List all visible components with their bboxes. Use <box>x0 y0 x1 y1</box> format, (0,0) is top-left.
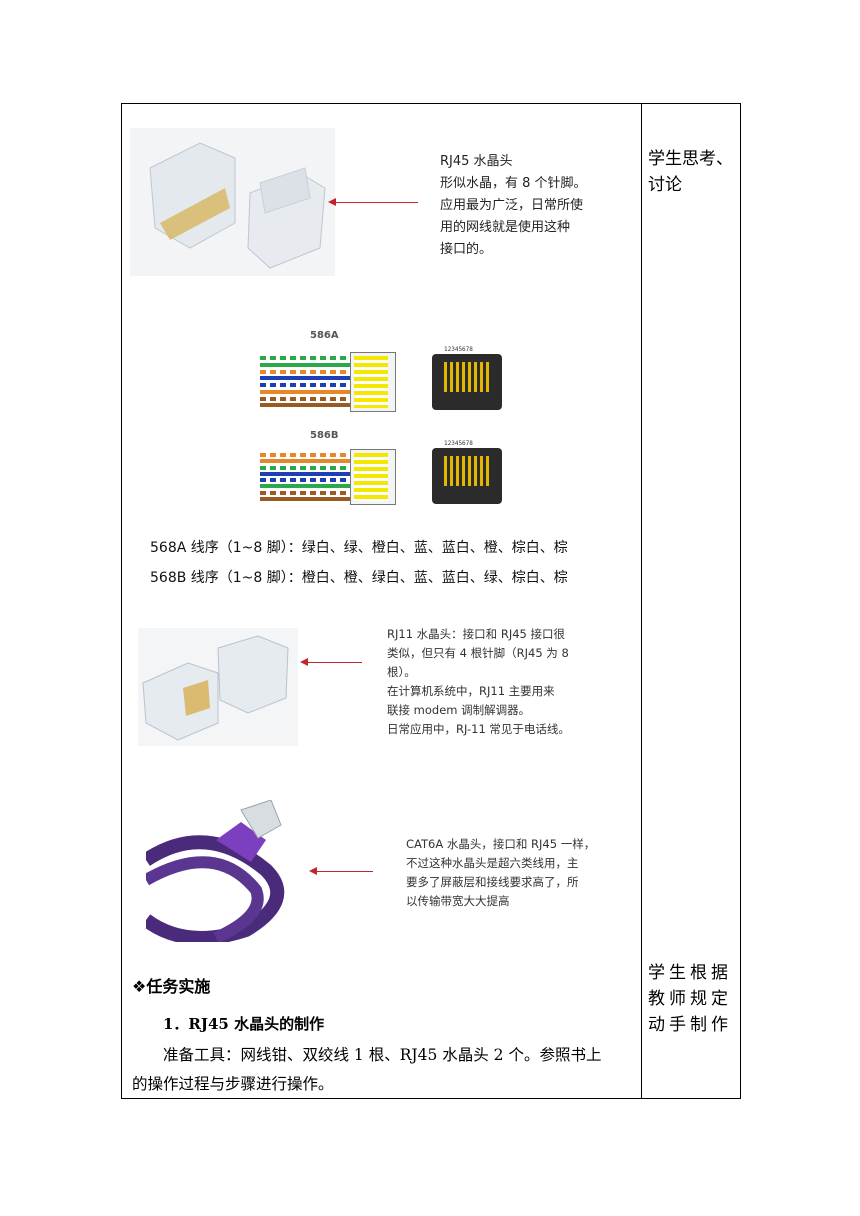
arrow-left-icon <box>309 867 373 875</box>
rj45-connector-image <box>130 128 335 276</box>
rj11-connector-image <box>138 628 298 746</box>
wire-1 <box>260 356 352 360</box>
side-line: 讨论 <box>648 175 682 195</box>
wiring-label-a: 586A <box>310 330 339 341</box>
side-note-discussion: 学生思考、 讨论 <box>648 146 738 198</box>
note-line: 用的网线就是使用这种 <box>440 220 571 235</box>
pin-numbers-b: 12345678 <box>444 440 473 447</box>
rj11-note: RJ11 水晶头：接口和 RJ45 接口很 类似，但只有 4 根针脚（RJ45 … <box>387 625 570 739</box>
note-line: 应用最为广泛，日常所使 <box>440 198 584 213</box>
wire-4 <box>260 471 352 476</box>
note-line: CAT6A 水晶头，接口和 RJ45 一样， <box>406 837 596 851</box>
wire-3 <box>260 369 352 374</box>
note-line: 以传输带宽大大提高 <box>406 894 510 908</box>
cat6a-note: CAT6A 水晶头，接口和 RJ45 一样， 不过这种水晶头是超六类线用，主 要… <box>406 835 595 911</box>
wire-3 <box>260 465 352 470</box>
arrow-left-icon <box>328 198 418 206</box>
lesson-table <box>121 103 741 1099</box>
wire-7 <box>260 396 352 401</box>
note-line: 根）。 <box>387 665 416 679</box>
wire-6 <box>260 389 352 394</box>
jack-image-a <box>432 354 502 410</box>
task-subheading: 1．RJ45 水晶头的制作 <box>163 1015 325 1033</box>
side-line: 教师规定 <box>648 989 732 1009</box>
note-line: 接口的。 <box>440 242 493 257</box>
note-line: 联接 modem 调制解调器。 <box>387 703 531 717</box>
wire-1 <box>260 453 352 457</box>
wire-4 <box>260 376 352 381</box>
task-paragraph: 准备工具：网线钳、双绞线 1 根、RJ45 水晶头 2 个。参照书上 <box>163 1046 602 1064</box>
jack-image-b <box>432 448 502 504</box>
note-line: 日常应用中，RJ-11 常见于电话线。 <box>387 722 570 736</box>
note-line: 形似水晶，有 8 个针脚。 <box>440 176 587 191</box>
wire-5 <box>260 383 352 387</box>
note-line: RJ11 水晶头：接口和 RJ45 接口很 <box>387 627 565 641</box>
pin-numbers-a: 12345678 <box>444 346 473 353</box>
side-line: 学生根据 <box>648 963 732 983</box>
wiring-diagram-b <box>246 447 406 507</box>
cat6a-cable-image <box>141 799 306 945</box>
note-line: 在计算机系统中，RJ11 主要用来 <box>387 684 555 698</box>
wire-2 <box>260 459 352 464</box>
task-heading: ❖任务实施 <box>132 977 211 996</box>
side-line: 动手制作 <box>648 1015 732 1035</box>
wiring-diagram-a <box>246 350 406 414</box>
sequence-568b: 568B 线序（1~8 脚）：橙白、橙、绿白、蓝、蓝白、绿、棕白、棕 <box>150 570 568 586</box>
wire-6 <box>260 484 352 489</box>
arrow-left-icon <box>300 658 362 666</box>
side-note-practice: 学生根据 教师规定 动手制作 <box>648 960 738 1038</box>
wire-5 <box>260 478 352 482</box>
wiring-label-b: 586B <box>310 430 339 441</box>
wire-7 <box>260 490 352 495</box>
wire-8 <box>260 403 352 408</box>
rj45-note: RJ45 水晶头 形似水晶，有 8 个针脚。 应用最为广泛，日常所使 用的网线就… <box>440 151 587 261</box>
task-paragraph-cont: 的操作过程与步骤进行操作。 <box>132 1075 334 1093</box>
side-line: 学生思考、 <box>648 149 733 169</box>
rj45-title: RJ45 水晶头 <box>440 154 513 169</box>
wire-8 <box>260 496 352 501</box>
wire-2 <box>260 362 352 367</box>
sequence-568a: 568A 线序（1~8 脚）：绿白、绿、橙白、蓝、蓝白、橙、棕白、棕 <box>150 540 568 556</box>
column-divider <box>641 103 642 1099</box>
note-line: 类似，但只有 4 根针脚（RJ45 为 8 <box>387 646 569 660</box>
note-line: 不过这种水晶头是超六类线用，主 <box>406 856 579 870</box>
note-line: 要多了屏蔽层和接线要求高了，所 <box>406 875 579 889</box>
